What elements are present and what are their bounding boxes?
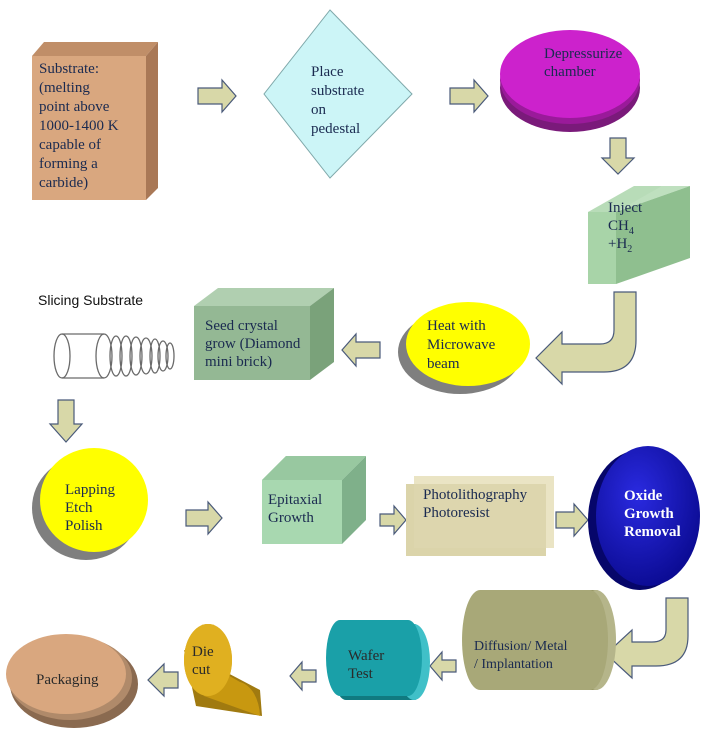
heat-label-3: beam bbox=[427, 356, 460, 372]
diecut-label-1: Die bbox=[192, 644, 214, 660]
epitaxial-label-2: Growth bbox=[268, 510, 314, 526]
arrow-left-1 bbox=[341, 332, 381, 368]
depressurize-disk: Depressurize chamber bbox=[500, 30, 640, 132]
die-cut-cylinder: Die cut bbox=[184, 624, 262, 716]
arrow-left-3 bbox=[289, 660, 317, 692]
depressurize-label-2: chamber bbox=[544, 64, 596, 80]
heat-label-2: Microwave bbox=[427, 337, 496, 353]
heat-ellipse: Heat with Microwave beam bbox=[398, 302, 530, 394]
wafer-label-2: Test bbox=[348, 666, 374, 682]
inject-h: +H2 bbox=[608, 236, 632, 255]
arrow-right-1 bbox=[197, 78, 237, 114]
photolithography-stack: Photolithography Photoresist bbox=[406, 476, 554, 556]
substrate-label-4: 1000-1400 K bbox=[39, 118, 119, 134]
arrow-curved-1 bbox=[535, 291, 637, 386]
depressurize-label-1: Depressurize bbox=[544, 46, 623, 62]
substrate-box: Substrate: (melting point above 1000-140… bbox=[32, 42, 158, 200]
substrate-label-6: forming a bbox=[39, 156, 98, 172]
diffusion-label-1: Diffusion/ Metal bbox=[474, 639, 568, 654]
arrow-right-4 bbox=[379, 504, 407, 536]
substrate-label-3: point above bbox=[39, 99, 110, 115]
inject-ch-sub: 4 bbox=[629, 226, 634, 237]
diffusion-label-2: / Implantation bbox=[474, 657, 553, 672]
lapping-label-1: Lapping bbox=[65, 482, 115, 498]
arrow-right-5 bbox=[555, 502, 589, 538]
place-label-4: pedestal bbox=[311, 121, 360, 137]
place-label-2: substrate bbox=[311, 83, 365, 99]
seed-label-2: grow (Diamond bbox=[205, 336, 301, 352]
wafer-test-cylinder: Wafer Test bbox=[326, 620, 430, 700]
seed-label-1: Seed crystal bbox=[205, 318, 278, 334]
lapping-ellipse: Lapping Etch Polish bbox=[32, 448, 148, 560]
place-label-1: Place bbox=[311, 64, 344, 80]
packaging-disk: Packaging bbox=[6, 634, 138, 728]
lapping-label-2: Etch bbox=[65, 500, 93, 516]
oxide-label-1: Oxide bbox=[624, 488, 663, 504]
slicing-spring-icon bbox=[53, 333, 175, 379]
photo-label-2: Photoresist bbox=[423, 505, 491, 521]
place-label-3: on bbox=[311, 102, 327, 118]
arrow-right-2 bbox=[449, 78, 489, 114]
seed-crystal-box: Seed crystal grow (Diamond mini brick) bbox=[194, 288, 334, 380]
epitaxial-label-1: Epitaxial bbox=[268, 492, 322, 508]
slicing-label: Slicing Substrate bbox=[38, 292, 143, 308]
lapping-label-3: Polish bbox=[65, 518, 103, 534]
arrow-left-4 bbox=[147, 662, 179, 698]
arrow-down-1 bbox=[600, 137, 636, 175]
packaging-label: Packaging bbox=[36, 672, 99, 688]
arrow-right-3 bbox=[185, 500, 223, 536]
arrow-curved-2 bbox=[605, 597, 689, 680]
arrow-down-2 bbox=[48, 399, 84, 443]
inject-box: Inject CH4 +H2 bbox=[588, 186, 690, 284]
photo-label-1: Photolithography bbox=[423, 487, 528, 503]
place-substrate-diamond: Place substrate on pedestal bbox=[263, 9, 413, 179]
oxide-disk: Oxide Growth Removal bbox=[588, 446, 700, 590]
inject-label: Inject bbox=[608, 200, 643, 216]
arrow-left-2 bbox=[429, 650, 457, 682]
oxide-label-2: Growth bbox=[624, 506, 674, 522]
epitaxial-cube: Epitaxial Growth bbox=[262, 456, 366, 544]
inject-ch: CH4 bbox=[608, 218, 634, 237]
seed-label-3: mini brick) bbox=[205, 354, 272, 370]
heat-label-1: Heat with bbox=[427, 318, 486, 334]
wafer-label-1: Wafer bbox=[348, 648, 384, 664]
diecut-label-2: cut bbox=[192, 662, 211, 678]
substrate-label-1: Substrate: bbox=[39, 61, 99, 77]
diffusion-cylinder: Diffusion/ Metal / Implantation bbox=[462, 590, 616, 690]
oxide-label-3: Removal bbox=[624, 524, 681, 540]
substrate-label-5: capable of bbox=[39, 137, 101, 153]
inject-h-sub: 2 bbox=[627, 244, 632, 255]
substrate-label-2: (melting bbox=[39, 80, 90, 96]
substrate-label-7: carbide) bbox=[39, 175, 88, 191]
